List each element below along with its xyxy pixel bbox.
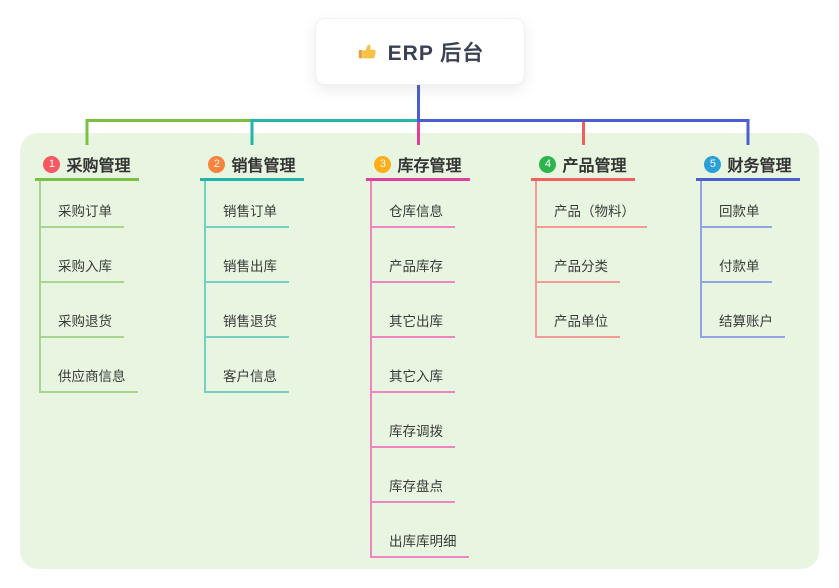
branch-title: 产品管理 [562, 158, 627, 175]
child-topic[interactable]: 销售退货 [206, 283, 289, 338]
thumbs-up-icon [356, 41, 378, 63]
branches-panel [20, 133, 819, 569]
child-topic-label: 客户信息 [223, 369, 277, 384]
branch-badge: 4 [539, 155, 557, 173]
branch-badge: 1 [43, 155, 61, 173]
child-topic-label: 销售退货 [223, 314, 277, 329]
root-node-label: ERP 后台 [387, 41, 485, 65]
branch-title: 采购管理 [66, 158, 131, 175]
branch-badge: 2 [208, 155, 226, 173]
branch-title: 库存管理 [397, 158, 462, 175]
branch-label[interactable]: 4 产品管理 [531, 150, 635, 181]
root-node[interactable]: ERP 后台 [315, 18, 525, 85]
child-topic[interactable]: 销售订单 [206, 181, 289, 228]
branch-badge: 5 [704, 155, 722, 173]
branch-children: 仓库信息 产品库存 其它出库 其它入库 库存调拨 库存盘点 出库库明细 [370, 181, 469, 558]
child-topic[interactable]: 产品分类 [537, 228, 620, 283]
branch-badge: 3 [374, 155, 392, 173]
child-topic-label: 库存盘点 [389, 479, 443, 494]
branch-children: 采购订单 采购入库 采购退货 供应商信息 [39, 181, 138, 393]
child-topic[interactable]: 产品库存 [372, 228, 455, 283]
branch-children: 回款单 付款单 结算账户 [700, 181, 785, 338]
child-topic[interactable]: 销售出库 [206, 228, 289, 283]
child-topic-label: 供应商信息 [58, 369, 126, 384]
child-topic-label: 采购入库 [58, 259, 112, 274]
child-topic-label: 仓库信息 [389, 204, 443, 219]
child-topic[interactable]: 采购入库 [41, 228, 124, 283]
child-topic-label: 采购订单 [58, 204, 112, 219]
branch-title: 销售管理 [231, 158, 296, 175]
child-topic[interactable]: 采购订单 [41, 181, 124, 228]
branch-title: 财务管理 [727, 158, 792, 175]
child-topic-label: 出库库明细 [389, 534, 457, 549]
branch-node-purchase: 1 采购管理 采购订单 采购入库 采购退货 供应商信息 [35, 150, 139, 393]
child-topic[interactable]: 供应商信息 [41, 338, 138, 393]
branch-children: 销售订单 销售出库 销售退货 客户信息 [204, 181, 289, 393]
child-topic-label: 结算账户 [719, 314, 773, 329]
child-topic-label: 其它出库 [389, 314, 443, 329]
branch-label[interactable]: 3 库存管理 [366, 150, 470, 181]
child-topic-label: 回款单 [719, 204, 760, 219]
child-topic[interactable]: 出库库明细 [372, 503, 469, 558]
child-topic[interactable]: 客户信息 [206, 338, 289, 393]
child-topic[interactable]: 其它入库 [372, 338, 455, 393]
child-topic-label: 其它入库 [389, 369, 443, 384]
child-topic-label: 采购退货 [58, 314, 112, 329]
child-topic[interactable]: 采购退货 [41, 283, 124, 338]
child-topic[interactable]: 库存调拨 [372, 393, 455, 448]
branch-node-product: 4 产品管理 产品（物料） 产品分类 产品单位 [531, 150, 647, 338]
child-topic-label: 产品库存 [389, 259, 443, 274]
child-topic-label: 付款单 [719, 259, 760, 274]
child-topic-label: 库存调拨 [389, 424, 443, 439]
child-topic[interactable]: 库存盘点 [372, 448, 455, 503]
child-topic-label: 产品单位 [554, 314, 608, 329]
branch-label[interactable]: 5 财务管理 [696, 150, 800, 181]
branch-label[interactable]: 2 销售管理 [200, 150, 304, 181]
child-topic[interactable]: 产品（物料） [537, 181, 647, 228]
branch-node-inventory: 3 库存管理 仓库信息 产品库存 其它出库 其它入库 库存调拨 库存盘点 出库库… [366, 150, 470, 558]
branch-node-sales: 2 销售管理 销售订单 销售出库 销售退货 客户信息 [200, 150, 304, 393]
child-topic-label: 产品分类 [554, 259, 608, 274]
branch-label[interactable]: 1 采购管理 [35, 150, 139, 181]
child-topic[interactable]: 仓库信息 [372, 181, 455, 228]
child-topic[interactable]: 产品单位 [537, 283, 620, 338]
branch-children: 产品（物料） 产品分类 产品单位 [535, 181, 647, 338]
child-topic-label: 销售订单 [223, 204, 277, 219]
child-topic[interactable]: 其它出库 [372, 283, 455, 338]
child-topic[interactable]: 付款单 [702, 228, 772, 283]
child-topic-label: 销售出库 [223, 259, 277, 274]
branch-node-finance: 5 财务管理 回款单 付款单 结算账户 [696, 150, 800, 338]
child-topic-label: 产品（物料） [554, 204, 635, 219]
child-topic[interactable]: 回款单 [702, 181, 772, 228]
child-topic[interactable]: 结算账户 [702, 283, 785, 338]
